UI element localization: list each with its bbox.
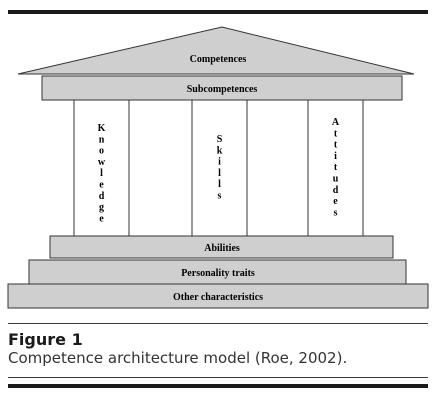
step-other-characteristics: [7, 283, 429, 309]
caption-top-rule: [8, 323, 428, 324]
pillar-skills: [191, 99, 248, 237]
step-abilities-label: Abilities: [204, 243, 240, 254]
top-rule: [8, 10, 428, 14]
pillar-knowledge: [73, 99, 130, 237]
step-personality-traits: [28, 259, 407, 285]
caption-bottom-rule: [8, 377, 428, 378]
step-other-characteristics-label: Other characteristics: [173, 292, 263, 303]
figure-label: Figure 1: [8, 330, 83, 349]
step-abilities: [49, 235, 394, 259]
step-personality-traits-label: Personality traits: [181, 268, 255, 279]
beam-label: Subcompetences: [187, 84, 258, 95]
bottom-rule: [8, 384, 428, 388]
figure-caption: Competence architecture model (Roe, 2002…: [8, 349, 348, 367]
roof-label: Competences: [190, 54, 247, 65]
roof: [17, 26, 415, 75]
